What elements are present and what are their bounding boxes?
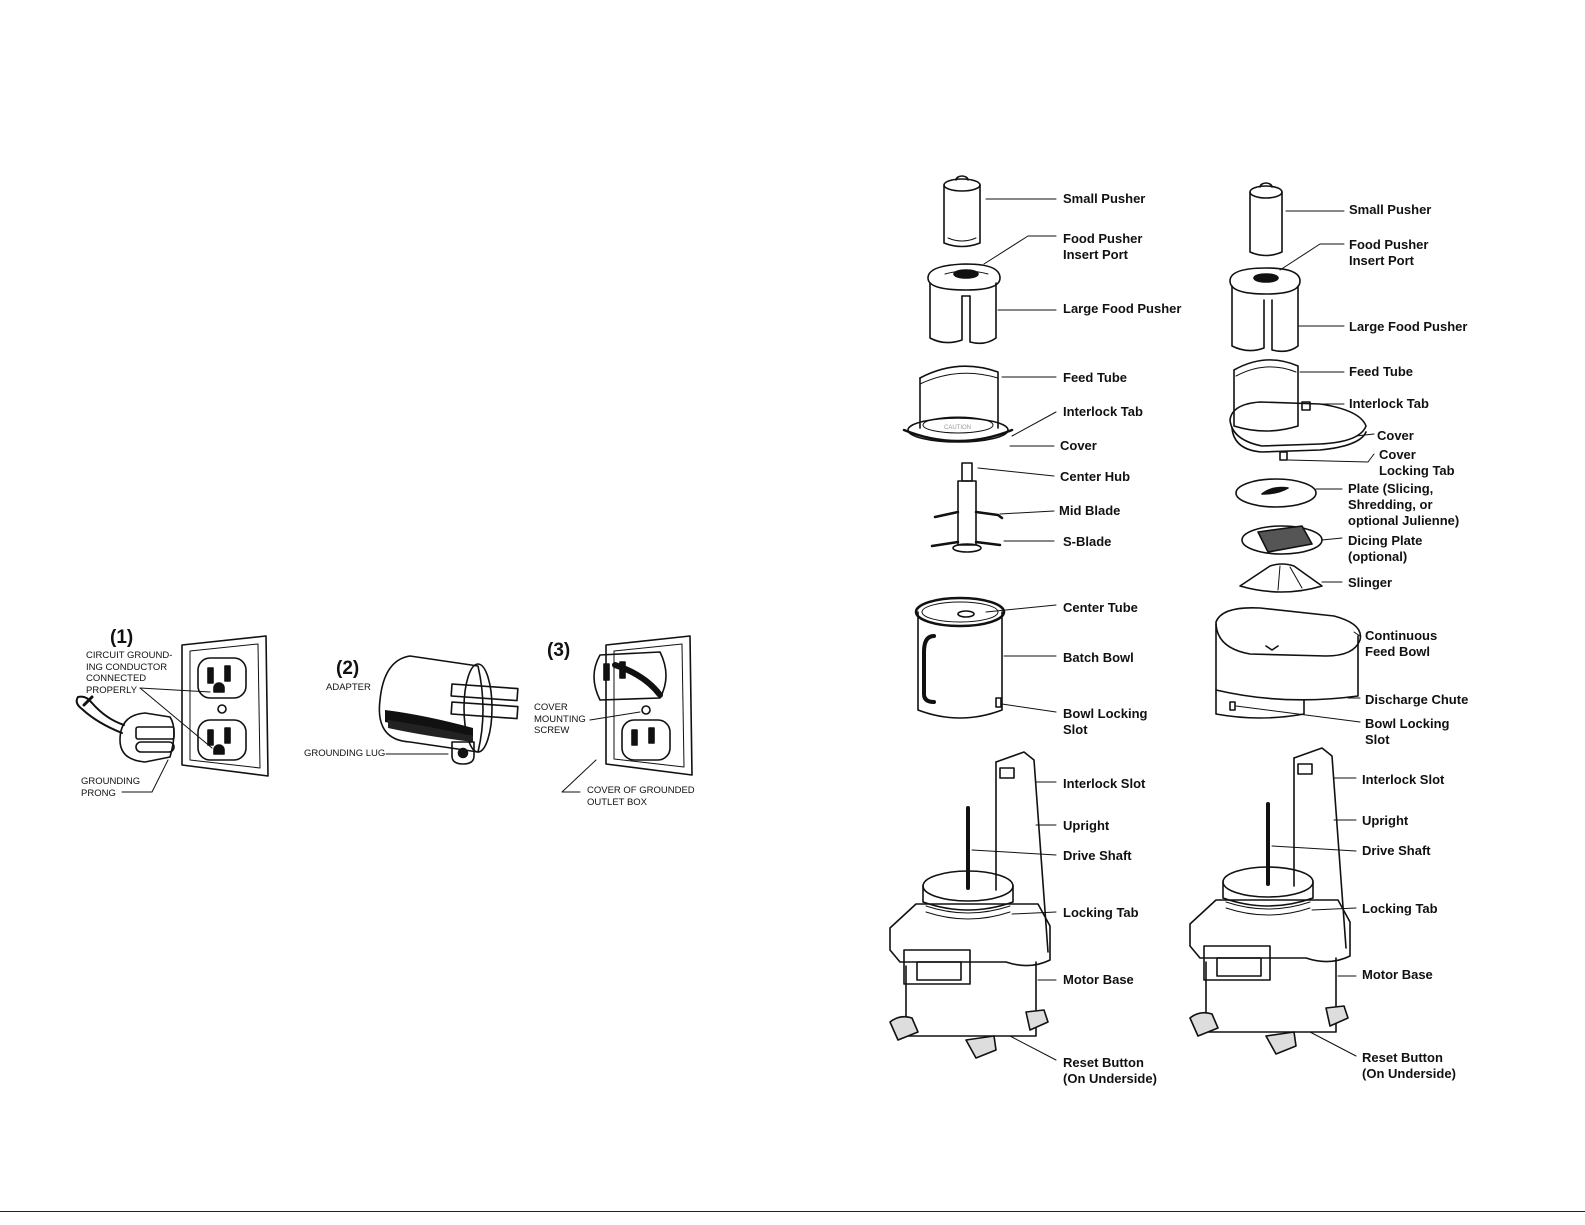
motor-base-1: [889, 751, 1051, 1059]
adapter-cylinder: [378, 655, 484, 753]
cont-label-dicing-plate: Dicing Plate (optional): [1348, 533, 1423, 564]
cont-label-locking-tab: Locking Tab: [1362, 901, 1438, 916]
batch-label-center-hub: Center Hub: [1060, 469, 1131, 484]
cont-label-slinger: Slinger: [1348, 575, 1393, 590]
batch-label-s-blade: S-Blade: [1063, 534, 1112, 549]
batch-label-upright: Upright: [1063, 818, 1110, 833]
figure-3-number: (3): [547, 640, 571, 661]
batch-label-food-pusher-insert-port: Food Pusher Insert Port: [1063, 231, 1143, 262]
batch-label-large-food-pusher: Large Food Pusher: [1063, 301, 1182, 316]
continuous-leaders: [1235, 210, 1375, 1057]
batch-label-center-tube: Center Tube: [1063, 600, 1138, 615]
footer-rule: [0, 1211, 1585, 1212]
batch-leaders: [971, 198, 1057, 1061]
cont-label-bowl-locking-slot: Bowl Locking Slot: [1365, 716, 1450, 747]
cont-label-cover-locking-tab: Cover Locking Tab: [1379, 447, 1455, 478]
wall-plate-3: [605, 635, 693, 776]
grounding-lug: [451, 741, 475, 765]
lower-receptacle-3: [621, 719, 671, 761]
small-pusher-2: [1249, 182, 1283, 257]
batch-bowl-1: [914, 596, 1006, 719]
cover-feed-tube-2: [1229, 359, 1367, 461]
figure-2-adapter: [378, 655, 519, 765]
batch-label-small-pusher: Small Pusher: [1063, 191, 1146, 206]
grounding-prong-label: GROUNDING PRONG: [81, 776, 141, 799]
batch-label-drive-shaft: Drive Shaft: [1063, 848, 1132, 863]
cover-mounting-screw-label: COVER MOUNTING SCREW: [534, 702, 586, 736]
cont-label-small-pusher: Small Pusher: [1349, 202, 1432, 217]
cont-label-reset-button: Reset Button (On Underside): [1362, 1050, 1456, 1081]
cont-label-motor-base: Motor Base: [1362, 967, 1433, 982]
adapter-blade-upper: [450, 683, 519, 702]
figure-3-outlet-with-adapter: [561, 635, 693, 793]
cont-label-plate: Plate (Slicing, Shredding, or optional J…: [1348, 481, 1460, 528]
batch-label-reset-button: Reset Button (On Underside): [1063, 1055, 1157, 1086]
cont-label-upright: Upright: [1362, 813, 1409, 828]
grounding-lug-label: GROUNDING LUG: [304, 748, 386, 759]
dicing-plate: [1241, 525, 1323, 555]
slicing-plate: [1235, 478, 1317, 508]
plug-body: [119, 712, 175, 763]
cont-label-food-pusher-insert-port: Food Pusher Insert Port: [1349, 237, 1429, 268]
cont-label-interlock-tab: Interlock Tab: [1349, 396, 1429, 411]
adapter-label: ADAPTER: [326, 682, 371, 693]
upper-receptacle: [197, 657, 247, 699]
cont-label-cover: Cover: [1377, 428, 1414, 443]
cont-label-drive-shaft: Drive Shaft: [1362, 843, 1431, 858]
circuit-grounding-label: CIRCUIT GROUND- ING CONDUCTOR CONNECTED …: [86, 650, 173, 696]
adapter-blade-lower: [450, 701, 519, 720]
large-food-pusher-1: [927, 263, 1001, 345]
batch-label-mid-blade: Mid Blade: [1059, 503, 1121, 518]
batch-label-cover: Cover: [1060, 438, 1097, 453]
continuous-bowl: [1215, 606, 1362, 719]
batch-assembly-drawing: CAUTION: [889, 175, 1057, 1061]
continuous-assembly-drawing: [1189, 182, 1375, 1057]
cover-feed-tube-1: CAUTION: [902, 365, 1014, 443]
s-blade-1: [930, 462, 1004, 553]
cont-label-discharge-chute: Discharge Chute: [1365, 692, 1469, 707]
batch-label-locking-tab: Locking Tab: [1063, 905, 1139, 920]
batch-label-interlock-tab: Interlock Tab: [1063, 404, 1143, 419]
wall-plate: [181, 635, 269, 777]
cont-label-feed-tube: Feed Tube: [1349, 364, 1414, 379]
cont-label-interlock-slot: Interlock Slot: [1362, 772, 1445, 787]
figure-2-number: (2): [336, 658, 360, 679]
large-food-pusher-2: [1229, 267, 1301, 353]
batch-label-bowl-locking-slot: Bowl Locking Slot: [1063, 706, 1148, 737]
figure-1-number: (1): [110, 627, 134, 648]
lower-receptacle: [197, 719, 247, 761]
grounded-outlet-box-label: COVER OF GROUNDED OUTLET BOX: [587, 785, 695, 808]
figure-1-grounded-outlet: [75, 635, 269, 793]
batch-label-feed-tube: Feed Tube: [1063, 370, 1128, 385]
power-cord: [75, 695, 125, 734]
batch-label-motor-base: Motor Base: [1063, 972, 1134, 987]
batch-label-batch-bowl: Batch Bowl: [1063, 650, 1134, 665]
cont-label-continuous-feed-bowl: Continuous Feed Bowl: [1365, 628, 1438, 659]
caution-mark: CAUTION: [944, 425, 971, 431]
plate-screw: [217, 704, 227, 714]
batch-label-interlock-slot: Interlock Slot: [1063, 776, 1146, 791]
slinger: [1239, 563, 1323, 593]
small-pusher-1: [943, 175, 981, 248]
cover-screw: [641, 705, 651, 715]
motor-base-2: [1189, 747, 1351, 1055]
cont-label-large-food-pusher: Large Food Pusher: [1349, 319, 1468, 334]
